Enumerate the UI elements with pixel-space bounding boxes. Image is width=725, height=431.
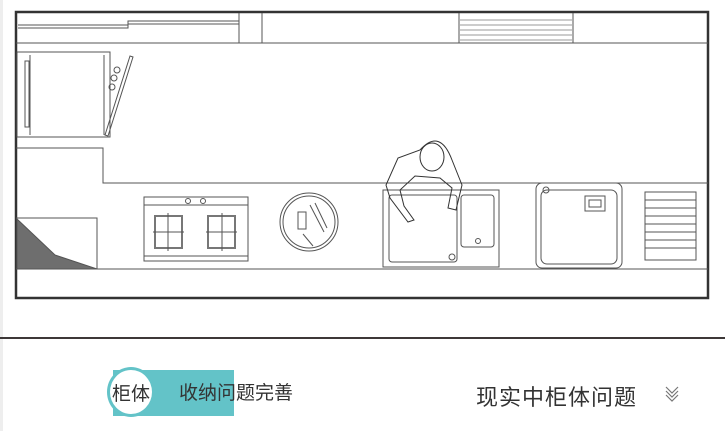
plan-frame [14,10,710,300]
dishwasher [16,51,134,138]
top-vent [460,19,572,41]
top-cabinets [16,13,708,44]
fridge [16,217,98,270]
cutting-board [279,192,339,252]
section-title: 现实中柜体问题 [476,386,638,411]
stove [143,196,249,262]
tag-label: 收纳问题完善 [179,382,294,404]
counter [16,147,708,270]
page-edge [0,0,3,431]
double-chevron-down-icon[interactable] [664,384,680,404]
tag-circle: 柜体 [107,367,155,417]
tag-circle-label: 柜体 [111,382,150,405]
kitchen-floor-plan [14,10,710,300]
person [385,140,463,223]
right-vent [644,191,697,261]
sink [382,189,500,268]
section-divider [0,337,725,339]
second-sink [535,182,623,269]
